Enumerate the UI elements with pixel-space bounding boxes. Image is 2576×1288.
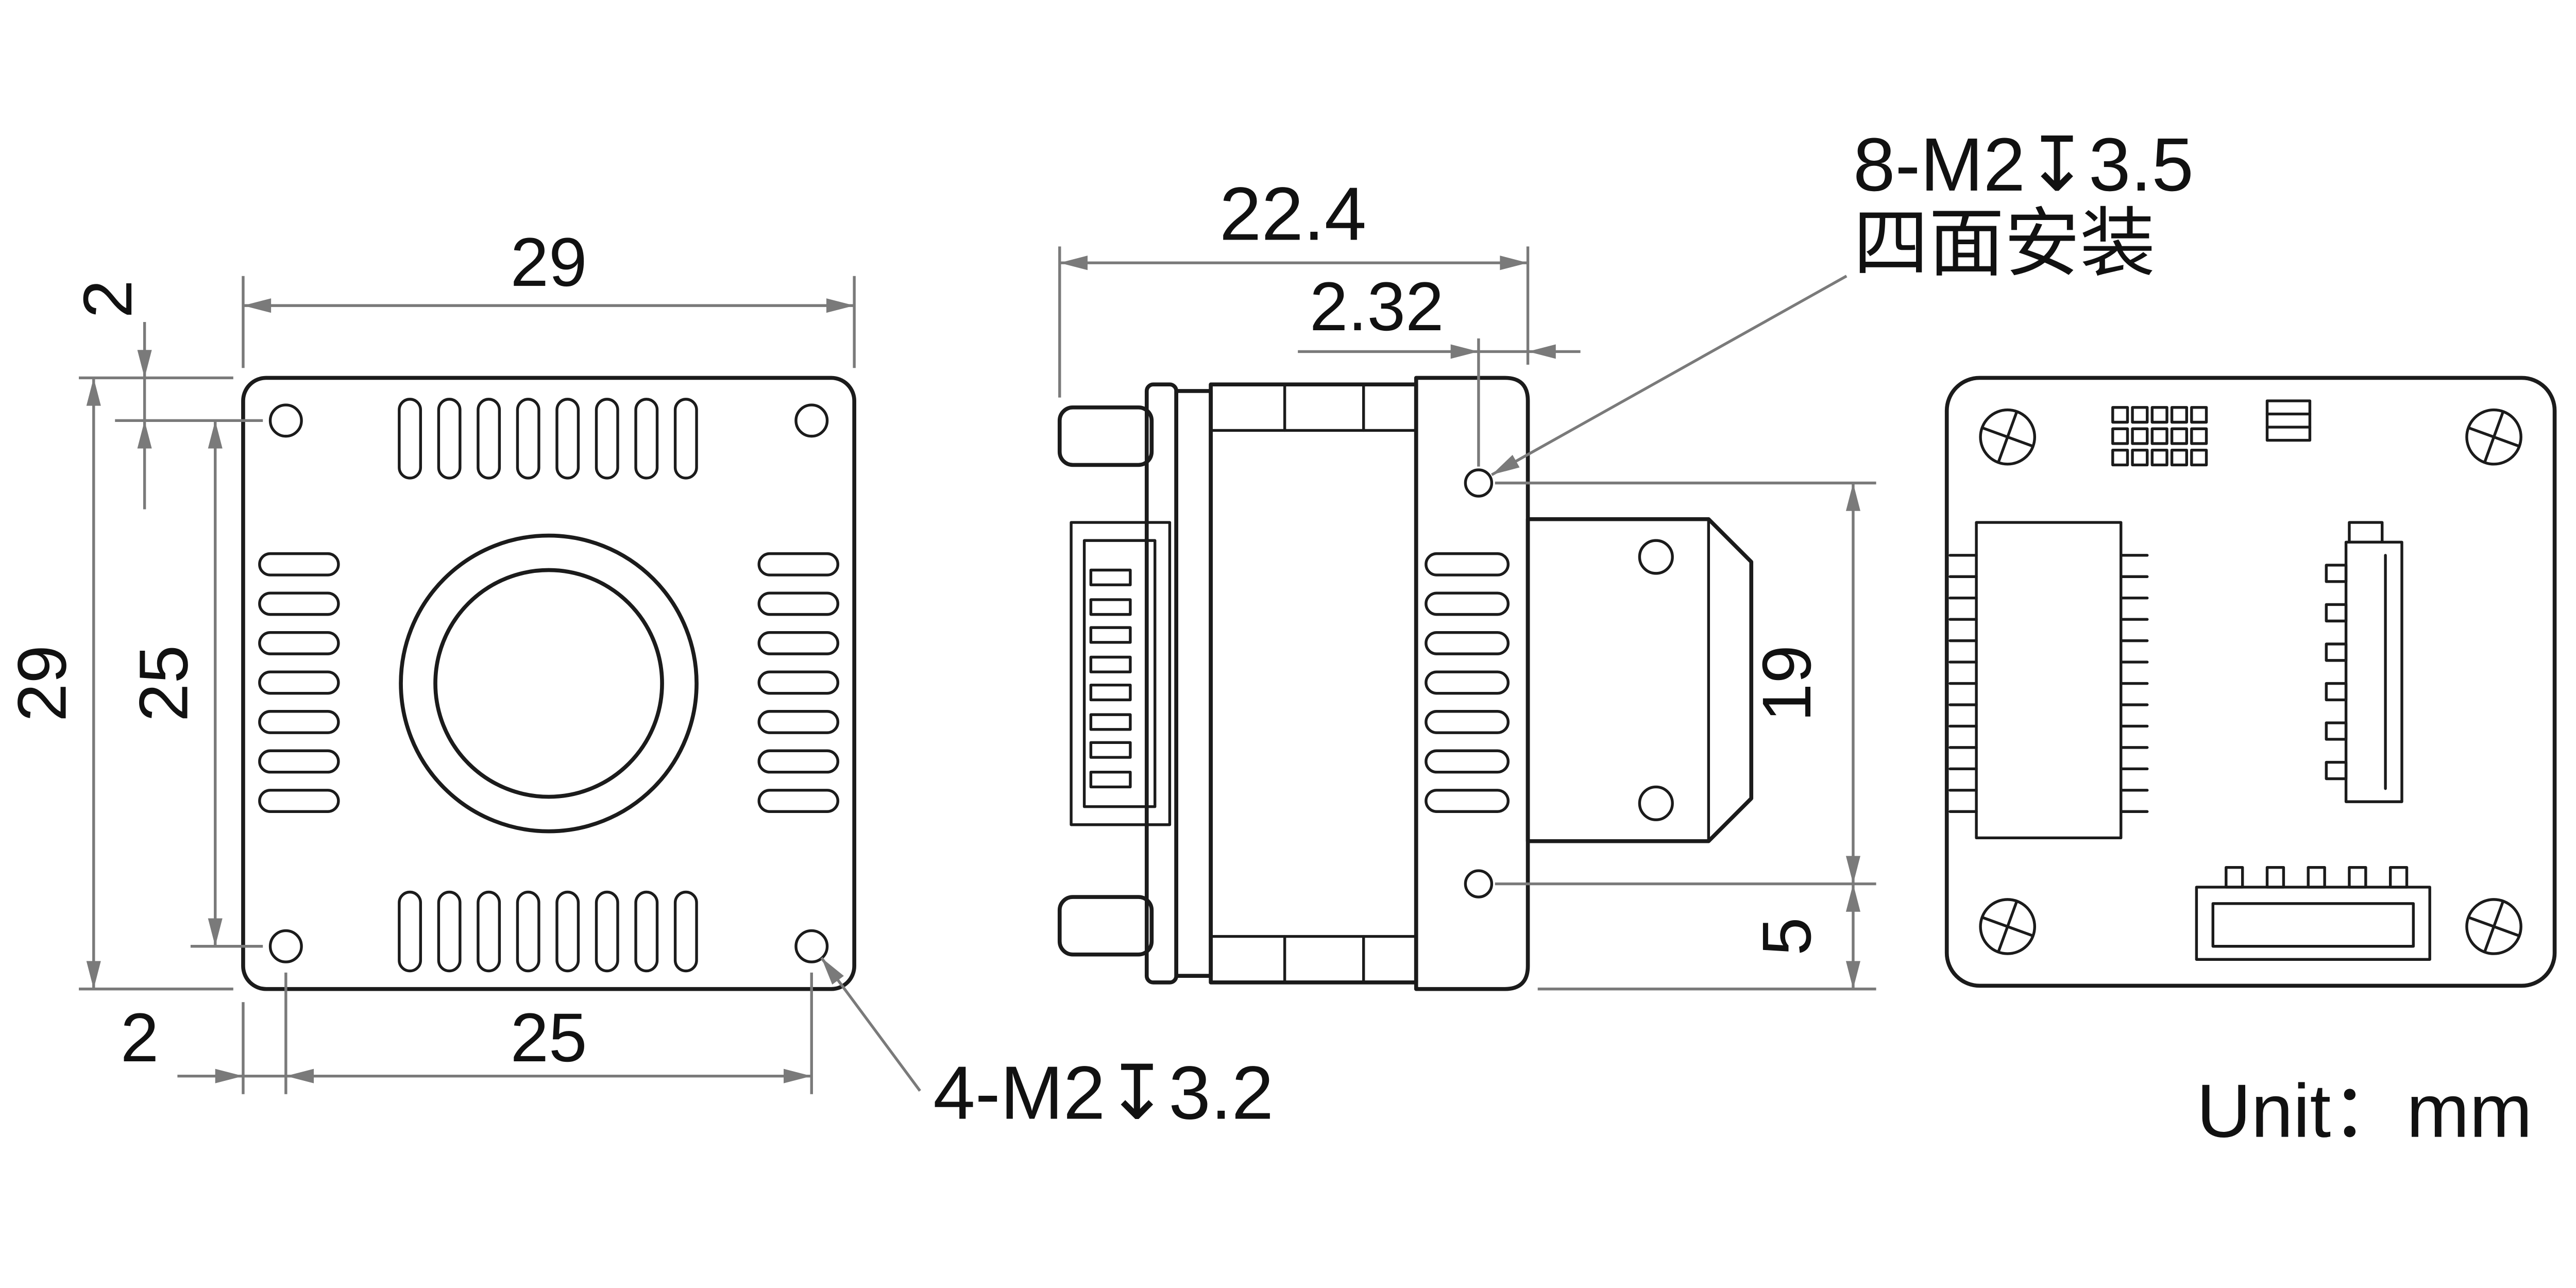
side-thread-note: 8-M2↧3.5 bbox=[1853, 123, 2194, 207]
side-dim-hole-to-front-face: 2.32 bbox=[1310, 268, 1444, 345]
front-dim-width: 29 bbox=[511, 224, 587, 301]
back-left-component bbox=[1948, 521, 2149, 839]
side-body bbox=[1057, 376, 1530, 991]
front-corner-hole bbox=[268, 403, 303, 438]
side-io-connector bbox=[1070, 521, 1172, 826]
side-dim-depth: 22.4 bbox=[1219, 172, 1366, 257]
front-dim-hole-pitch-vertical: 25 bbox=[126, 645, 202, 722]
front-view: 29 29 25 2 2 25 4-M2↧3.2 bbox=[4, 224, 1274, 1136]
side-lens-barrel bbox=[1526, 517, 1754, 843]
back-right-connector bbox=[2325, 521, 2403, 803]
side-body-block bbox=[1209, 382, 1418, 985]
front-heatsink-fins-top bbox=[398, 398, 698, 480]
front-dimension-lines bbox=[86, 298, 921, 1092]
side-top-tab bbox=[1057, 405, 1154, 467]
back-small-component-icon bbox=[2265, 399, 2312, 442]
front-corner-hole bbox=[794, 403, 829, 438]
front-dim-hole-offset-left: 2 bbox=[121, 999, 159, 1076]
back-pin-grid bbox=[2111, 406, 2208, 467]
front-dim-hole-pitch-horizontal: 25 bbox=[511, 999, 587, 1076]
front-corner-hole bbox=[794, 929, 829, 963]
phillips-screw bbox=[2465, 408, 2522, 466]
lens-mount-inner bbox=[433, 568, 664, 799]
side-mounting-hole-bottom bbox=[1464, 869, 1494, 899]
phillips-screw bbox=[1979, 408, 2037, 466]
side-mid-plate bbox=[1174, 389, 1213, 978]
side-mounting-note: 四面安装 bbox=[1853, 201, 2156, 286]
side-extension-lines bbox=[1058, 246, 1876, 991]
side-back-plate bbox=[1144, 382, 1178, 985]
front-dim-hole-offset-top: 2 bbox=[70, 280, 146, 318]
side-dim-hole-pitch: 19 bbox=[1749, 645, 1825, 722]
phillips-screw bbox=[1979, 898, 2037, 955]
front-body-outline bbox=[241, 376, 856, 991]
side-dimension-lines bbox=[1059, 256, 1860, 989]
side-mounting-hole-top bbox=[1464, 468, 1494, 498]
front-heatsink-fins-bottom bbox=[398, 890, 698, 973]
side-bottom-tab bbox=[1057, 895, 1154, 957]
back-corner-screws bbox=[1979, 408, 2522, 955]
side-dimensions: 22.4 2.32 19 5 8-M2↧3.5 四面安装 bbox=[1058, 123, 2194, 991]
lens-mount-outer bbox=[399, 533, 699, 834]
back-bottom-connector bbox=[2195, 866, 2431, 961]
front-body bbox=[241, 376, 856, 991]
side-heatsink-fins bbox=[1425, 552, 1510, 813]
front-dimensions: 29 29 25 2 2 25 4-M2↧3.2 bbox=[4, 224, 1274, 1136]
front-thread-note: 4-M2↧3.2 bbox=[933, 1051, 1274, 1136]
side-view: 22.4 2.32 19 5 8-M2↧3.5 四面安装 bbox=[1057, 123, 2194, 991]
phillips-screw bbox=[2465, 898, 2522, 955]
side-mounting-holes bbox=[1464, 468, 1494, 899]
front-heatsink-fins-right bbox=[757, 552, 839, 813]
front-heatsink-fins-left bbox=[258, 552, 340, 813]
unit-label: Unit：mm bbox=[2196, 1069, 2532, 1154]
front-corner-hole bbox=[268, 929, 303, 963]
front-dim-height: 29 bbox=[4, 645, 81, 722]
back-body-outline bbox=[1944, 376, 2557, 988]
side-dim-hole-to-bottom: 5 bbox=[1749, 917, 1825, 955]
back-view: Unit：mm bbox=[1944, 376, 2557, 1154]
side-front-housing bbox=[1414, 376, 1530, 991]
